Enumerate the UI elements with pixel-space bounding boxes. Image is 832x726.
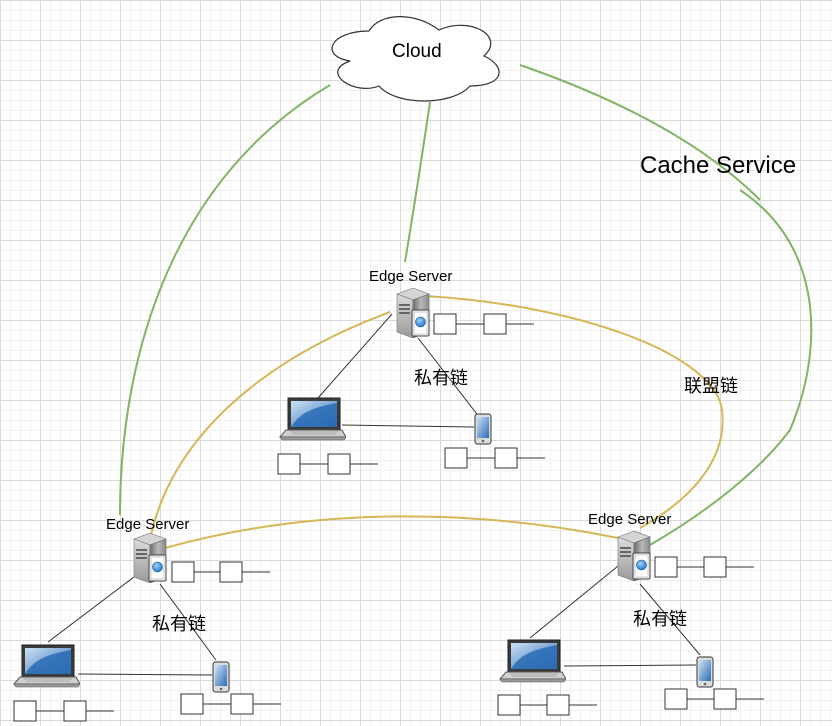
cloud-link-left <box>119 84 331 516</box>
chain-block-icon <box>664 688 764 710</box>
consortium-links <box>149 295 724 549</box>
cache-service-label: Cache Service <box>640 152 797 179</box>
consortium-link-bottom <box>164 515 619 549</box>
server-icon <box>133 533 167 583</box>
server-icon <box>396 288 430 338</box>
private-chain-label-top: 私有链 <box>414 368 468 389</box>
chain-block-icon <box>277 453 378 475</box>
chain-block-icon <box>180 693 281 715</box>
phone-icon <box>212 661 230 693</box>
laptop-icon <box>13 644 80 688</box>
cloud-link-center <box>404 101 431 263</box>
cloud-link-right-lower <box>649 189 813 546</box>
private-chain-label-left: 私有链 <box>152 614 206 635</box>
device-links <box>47 313 701 676</box>
phone-icon <box>696 656 714 688</box>
chain-block-icon <box>433 313 534 335</box>
chain-block-icon <box>171 561 270 583</box>
consortium-link-top-left <box>149 311 391 541</box>
chain-block-icon <box>13 700 114 722</box>
edge-server-label-left: Edge Server <box>106 516 190 533</box>
cloud-links <box>119 64 813 546</box>
chain-blocks <box>13 313 764 722</box>
edge-server-label-right: Edge Server <box>588 511 672 528</box>
laptop-icon <box>499 639 566 683</box>
phone-icon <box>474 413 492 445</box>
laptop-icon <box>279 397 346 441</box>
chain-block-icon <box>654 556 754 578</box>
consortium-chain-label: 联盟链 <box>684 376 738 397</box>
consortium-link-top-right <box>424 295 724 529</box>
private-chain-label-right: 私有链 <box>633 609 687 630</box>
server-icon <box>617 531 651 581</box>
chain-block-icon <box>444 447 545 469</box>
edge-server-label-top: Edge Server <box>369 268 453 285</box>
cloud-link-right <box>519 64 761 201</box>
chain-block-icon <box>497 694 597 716</box>
cloud-label: Cloud <box>392 41 442 62</box>
